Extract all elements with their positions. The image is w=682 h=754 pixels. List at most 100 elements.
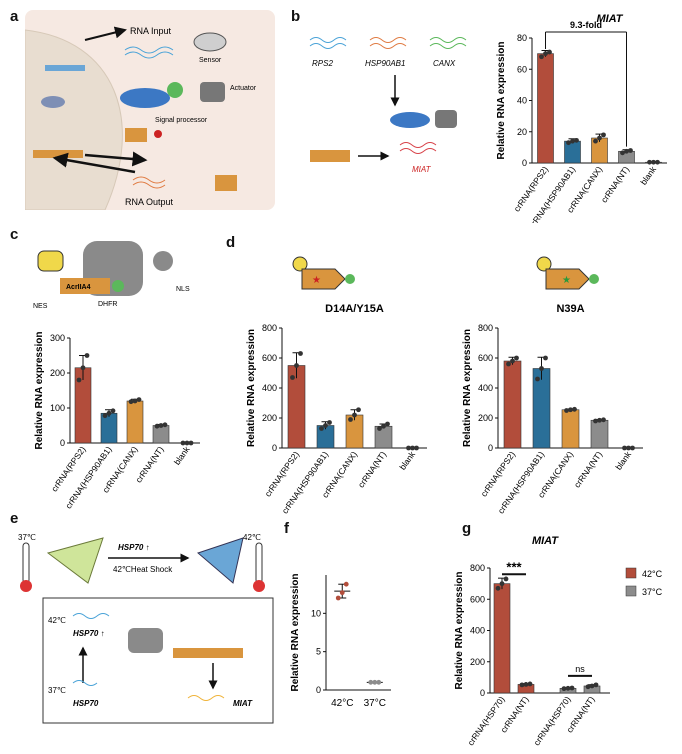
data-point — [543, 51, 548, 57]
y-tick-label: 0 — [316, 685, 321, 695]
data-point — [80, 365, 86, 371]
bar — [561, 409, 580, 449]
y-tick-label: 600 — [478, 353, 493, 363]
data-point — [569, 685, 575, 691]
data-point — [356, 407, 361, 413]
data-point — [585, 684, 591, 690]
data-point — [630, 445, 635, 451]
panel-letter-c: c — [10, 226, 19, 243]
data-point — [381, 423, 386, 429]
data-point — [651, 159, 656, 165]
data-point — [547, 49, 552, 55]
data-point — [593, 418, 598, 424]
data-point — [154, 423, 160, 429]
data-point — [180, 440, 186, 446]
data-point — [523, 682, 529, 687]
data-point — [597, 135, 602, 141]
legend-label: 42°C — [642, 569, 663, 579]
data-point — [368, 679, 374, 685]
chart-title: D14A/Y15A — [325, 303, 384, 315]
data-point — [503, 576, 509, 582]
y-tick-label: 0 — [488, 443, 493, 453]
y-tick-label: 600 — [470, 594, 485, 604]
panel-letter-g: g — [462, 520, 472, 537]
data-point — [162, 422, 168, 428]
data-point — [406, 445, 411, 451]
data-point — [622, 445, 627, 451]
chart-title: MIAT — [596, 13, 623, 25]
temp-right: 42℃ — [243, 533, 261, 542]
inset-37: 37℃ — [48, 686, 66, 695]
data-point — [506, 361, 511, 367]
y-axis-label: Relative RNA expression — [462, 329, 473, 447]
data-point — [377, 426, 382, 431]
y-tick-label: 300 — [50, 333, 65, 343]
x-tick-label: crRNA(HSP70) — [531, 694, 572, 747]
data-point — [136, 397, 142, 402]
data-point — [601, 417, 606, 423]
data-point — [294, 363, 299, 368]
x-tick-label: blank — [172, 444, 192, 467]
data-point — [102, 413, 108, 419]
y-tick-label: 80 — [517, 33, 527, 43]
data-point — [597, 417, 602, 423]
data-point — [565, 685, 571, 691]
panel-c-schematic: NES AcrIIA4 DHFR NLS — [33, 241, 190, 310]
rna-input-label: RNA Input — [130, 26, 172, 36]
y-tick-label: 200 — [478, 413, 493, 423]
x-tick-label: 42°C — [331, 698, 353, 709]
data-point — [572, 406, 577, 412]
x-tick-label: crRNA(HSP90AB1) — [63, 444, 114, 510]
y-tick-label: 600 — [262, 353, 277, 363]
y-tick-label: 800 — [478, 323, 493, 333]
data-point — [647, 159, 652, 165]
data-point — [410, 445, 415, 451]
legend-label: 37°C — [642, 587, 663, 597]
data-point — [495, 585, 501, 591]
bar — [503, 360, 522, 449]
gene-rps2: RPS2 — [312, 59, 333, 68]
data-point — [184, 440, 190, 446]
y-tick-label: 0 — [480, 688, 485, 698]
y-tick-label: 0 — [272, 443, 277, 453]
data-point — [158, 423, 164, 428]
data-point — [593, 138, 598, 144]
inset-hsp: HSP70 — [73, 699, 99, 708]
nes-label: NES — [33, 303, 48, 310]
y-tick-label: 800 — [470, 563, 485, 573]
data-point — [624, 148, 629, 154]
data-point — [589, 683, 595, 689]
data-point — [514, 355, 519, 361]
y-tick-label: 100 — [50, 403, 65, 413]
data-point — [628, 148, 633, 153]
data-point — [510, 358, 515, 364]
data-point — [539, 366, 544, 371]
x-tick-label: blank — [638, 164, 658, 187]
gene-hsp90ab1: HSP90AB1 — [365, 59, 405, 68]
dhfr-label: DHFR — [98, 301, 117, 308]
fold-annotation: 9.3-fold — [570, 20, 602, 30]
x-tick-label: crRNA(NT) — [356, 449, 388, 489]
bar — [532, 368, 551, 449]
y-tick-label: 60 — [517, 64, 527, 74]
data-point — [564, 408, 569, 413]
data-point — [76, 377, 82, 383]
panel-b-schematic: RPS2 HSP90AB1 CANX MIAT — [309, 37, 467, 174]
data-point — [372, 679, 378, 685]
panel-letter-a: a — [10, 8, 19, 25]
bar — [126, 400, 144, 444]
legend-swatch — [625, 567, 637, 579]
rna-output-label: RNA Output — [125, 197, 174, 207]
d14a-icon: ★ — [292, 256, 355, 290]
nls-label: NLS — [176, 286, 190, 293]
data-point — [539, 54, 544, 60]
sensor-label: Sensor — [199, 57, 222, 64]
x-tick-label: crRNA(HSP70) — [465, 694, 506, 747]
y-tick-label: 400 — [478, 383, 493, 393]
y-axis-label: Relative RNA expression — [290, 573, 301, 691]
data-point — [385, 421, 390, 427]
inset-42: 42℃ — [48, 616, 66, 625]
data-point — [626, 445, 631, 451]
